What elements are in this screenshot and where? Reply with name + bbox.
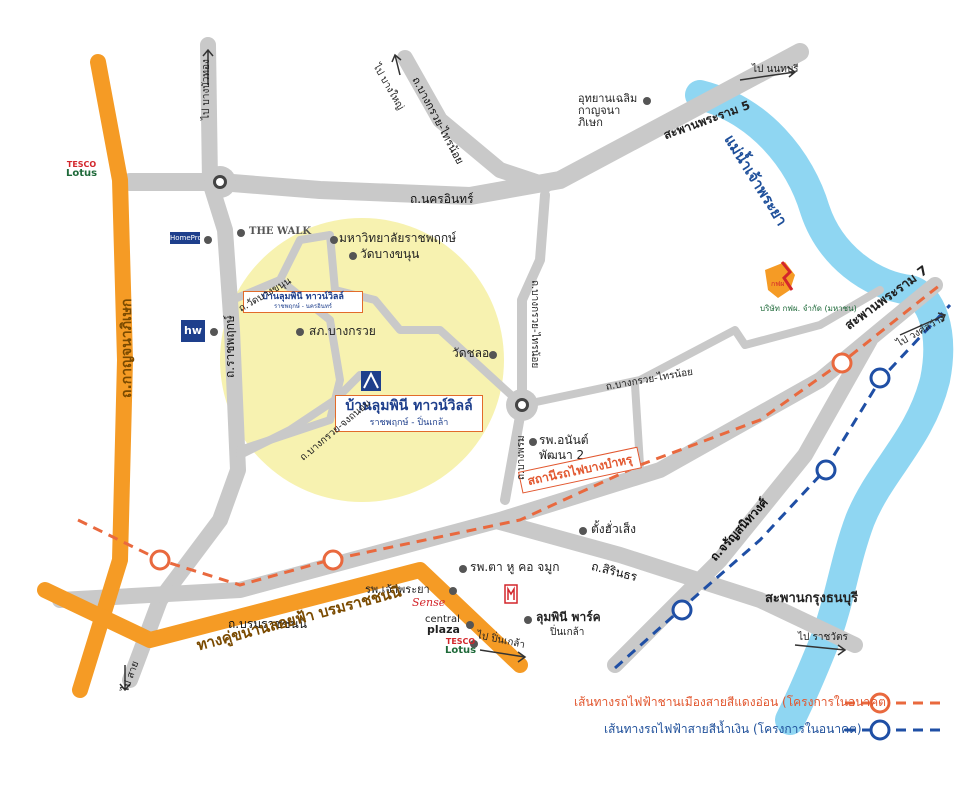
pink-station-3 (831, 352, 853, 374)
label-bang-phrom: ถ.บางพรม (516, 435, 527, 480)
poi-university: มหาวิทยาลัยราชพฤกษ์ (339, 231, 457, 245)
arrow-ratchawat (794, 644, 847, 656)
poi-dot-lumpini-park (524, 616, 532, 624)
tesco-south-b: Lotus (445, 645, 477, 656)
project-small-sub: ราชพฤกษ์ - นครอินทร์ (273, 303, 333, 310)
tesco-north-a: TESCO (66, 160, 97, 169)
poi-hospital-ananda2: พัฒนา 2 (539, 448, 585, 462)
arrow-pinklao (479, 649, 527, 663)
poi-central: central (425, 614, 460, 625)
project-logo (361, 371, 381, 391)
project-small-name: บ้านลุมพินี ทาวน์วิลล์ (262, 292, 344, 302)
road-charan (607, 332, 878, 673)
poi-hospital-chaophraya: รพ.เจ้าพระยา (365, 583, 430, 596)
arrow-nonthaburi (739, 66, 797, 81)
poi-hospital-eye: รพ.ตา หู คอ จมูก (470, 560, 560, 574)
road-sirindhorn (492, 514, 863, 653)
poi-dot-ananda (529, 438, 537, 446)
tesco-south-a: TESCO (445, 637, 476, 646)
blue-station-1 (671, 599, 693, 621)
arrow-bang-bua-thong (202, 48, 214, 85)
poi-the-walk: THE WALK (249, 226, 312, 237)
legend-pink-text: เส้นทางรถไฟฟ้าชานเมืองสายสีแดงอ่อน (โครง… (574, 695, 891, 709)
legend-pink-station (869, 692, 891, 714)
poi-wat-bang-khanun: วัดบางขนุน (360, 247, 420, 261)
pink-line (77, 283, 941, 587)
poi-dot-homepro (204, 236, 212, 244)
poi-dot-eye-hospital (459, 565, 467, 573)
arrow-sai (119, 665, 131, 692)
blue-station-2 (815, 459, 837, 481)
pink-station-1 (149, 549, 171, 571)
poi-hw: hw (181, 320, 205, 342)
arrow-wongsawang (899, 312, 947, 336)
road-bang-kruai-sai-noi-north (397, 50, 553, 193)
poi-dot-wat-chalo (489, 351, 497, 359)
poi-sense: Sense (412, 596, 446, 609)
project-box-small: บ้านลุมพินี ทาวน์วิลล์ ราชพฤกษ์ - นครอิน… (243, 291, 363, 313)
poi-dot-hw (210, 328, 218, 336)
label-krungthon: สะพานกรุงธนบุรี (765, 591, 858, 606)
expressway-borommaratchachonnani (37, 562, 528, 673)
poi-dot-tang-hua-seng (579, 527, 587, 535)
poi-district-office: สภ.บางกรวย (309, 324, 376, 338)
poi-dot-walk (237, 229, 245, 237)
tesco-logo-north: TESCO Lotus (66, 160, 98, 179)
pink-station-2 (322, 549, 344, 571)
label-bang-kruai-sai-noi-vert: ถ.บางกรวย-ไทรน้อย (529, 280, 540, 369)
legend-blue-text: เส้นทางรถไฟฟ้าสายสีน้ำเงิน (โครงการในอนา… (604, 722, 862, 736)
roundabout-east (506, 389, 538, 421)
blue-station-3 (869, 367, 891, 389)
label-borommaratchachonnani: ถ.บรมราชชนนี (228, 617, 307, 631)
poi-dot-park (643, 97, 651, 105)
legend-blue-station (869, 719, 891, 741)
egat-logo-text: กฟผ (771, 280, 785, 288)
tesco-logo-south: TESCO Lotus (445, 637, 477, 656)
project-box: บ้านลุมพินี ทาวน์วิลล์ ราชพฤกษ์ - ปิ่นเก… (335, 395, 483, 432)
label-kanchanaphisek: ถ.กาญจนาภิเษก (119, 298, 135, 398)
poi-park: อุทยานเฉลิม กาญจนาภิเษก (578, 92, 638, 130)
egat-logo (765, 261, 795, 298)
poi-plaza: plaza (427, 623, 460, 636)
road-wat-bang-khanun (228, 231, 526, 409)
expressway-kanchanaphisek (72, 54, 133, 698)
poi-dot-central (466, 621, 474, 629)
road-bang-kruai-sai-noi-vert (500, 190, 550, 505)
label-ratchaphruek: ถ.ราชพฤกษ์ (223, 315, 237, 378)
road-bang-kruai-chong-thanom (236, 371, 364, 459)
poi-lumpini-park-sub: ปิ่นเกล้า (550, 627, 585, 638)
poi-dot-district (296, 328, 304, 336)
poi-wat-chalo: วัดชลอ (452, 346, 490, 360)
road-pinklao-spur (631, 381, 644, 469)
label-to-ratchawat: ไป ราชวัตร (798, 632, 848, 643)
poi-dot-tesco (470, 640, 478, 648)
project-sub: ราชพฤกษ์ - ปิ่นเกล้า (369, 418, 449, 428)
label-to-bang-bua-thong: ไป บางบัวทอง (201, 59, 212, 120)
road-bang-kruai-sai-noi-east (518, 286, 884, 409)
poi-hospital-ananda: รพ.อนันต์ (539, 433, 589, 447)
blue-line (614, 303, 952, 670)
arrow-bang-yai (391, 53, 402, 76)
poi-lumpini-park: ลุมพินี พาร์ค (536, 610, 601, 624)
label-nakhon-in: ถ.นครอินทร์ (410, 192, 474, 206)
lumpini-park-logo (504, 584, 518, 604)
poi-dot-university (330, 236, 338, 244)
poi-dot-wat-bang-khanun (349, 252, 357, 260)
poi-tang-hua-seng: ตั้งฮั่วเส็ง (591, 522, 636, 536)
label-to-nonthaburi: ไป นนทบุรี (752, 64, 799, 75)
poi-homepro: HomePro (170, 232, 202, 244)
tesco-north-b: Lotus (66, 168, 98, 179)
project-name: บ้านลุมพินี ทาวน์วิลล์ (345, 398, 473, 414)
roundabout-west (204, 166, 236, 198)
poi-dot-chaophraya-hospital (449, 587, 457, 595)
egat-caption: บริษัท กฟผ. จำกัด (มหาชน) (760, 304, 857, 313)
